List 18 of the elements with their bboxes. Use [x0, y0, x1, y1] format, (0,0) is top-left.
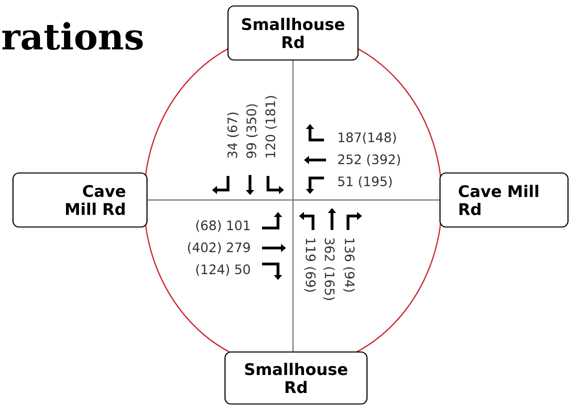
volume-label: 119 (69): [304, 238, 316, 292]
volume-label: (124) 50: [196, 264, 250, 276]
volume-label: (402) 279: [188, 242, 250, 254]
road-name-box: Cave Mill Rd: [12, 172, 148, 228]
title: rations: [2, 22, 143, 50]
volume-label: 362 (165): [323, 238, 335, 300]
volume-label: 136 (94): [343, 238, 355, 292]
road-name-box: Smallhouse Rd: [227, 5, 359, 61]
road-name-box: Cave Mill Rd: [439, 172, 569, 228]
volume-label: 34 (67): [227, 112, 239, 158]
volume-label: 51 (195): [338, 176, 392, 188]
volume-label: (68) 101: [196, 220, 250, 232]
road-name-box: Smallhouse Rd: [224, 351, 368, 405]
road-line: [292, 60, 294, 352]
volume-label: 120 (181): [265, 96, 277, 158]
volume-label: 252 (392): [338, 154, 400, 166]
volume-label: 187(148): [338, 132, 396, 144]
volume-label: 99 (350): [246, 104, 258, 158]
